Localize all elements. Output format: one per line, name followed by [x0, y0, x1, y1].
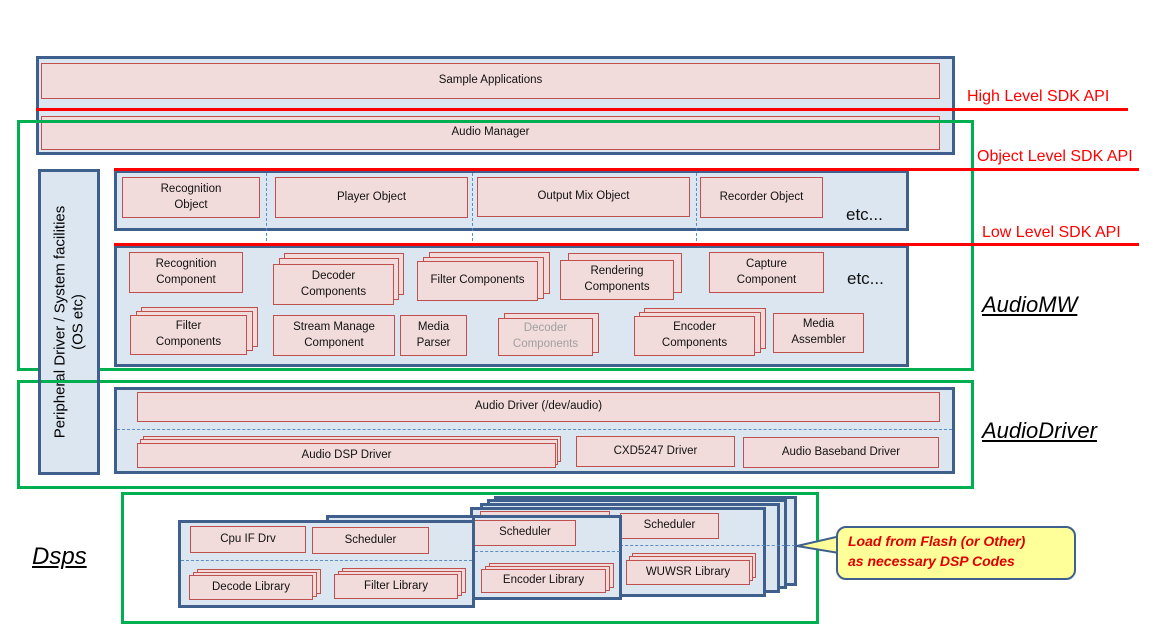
wuwsr-library-box: WUWSR Library — [626, 560, 750, 585]
audio-driver-box: Audio Driver (/dev/audio) — [137, 392, 940, 422]
player-object-label: Player Object — [336, 190, 407, 203]
decoder-components-faded-box: Decoder Components — [498, 318, 593, 356]
object-level-api-line — [114, 168, 1139, 171]
dsp-frame-encoder-divider — [475, 551, 620, 552]
driver-divider — [117, 429, 952, 430]
stream-manage-component-box: Stream Manage Component — [273, 315, 395, 356]
cxd5247-driver-label: CXD5247 Driver — [613, 444, 698, 457]
audio-manager-label: Audio Manager — [451, 126, 530, 139]
media-assembler-box: Media Assembler — [773, 313, 864, 353]
dsps-group — [121, 492, 819, 624]
audio-mw-section-label: AudioMW — [982, 292, 1078, 317]
recognition-object-label: Recognition Object — [160, 182, 222, 211]
encoder-library-label: Encoder Library — [502, 574, 585, 587]
audio-dsp-driver-label: Audio DSP Driver — [301, 448, 392, 461]
output-mix-object-label: Output Mix Object — [537, 190, 630, 203]
recognition-component-label: Recognition Component — [155, 257, 217, 286]
wuwsr-library-label: WUWSR Library — [645, 565, 731, 578]
filter-components-bottom-label: Filter Components — [155, 320, 222, 348]
high-level-api-line — [36, 108, 1128, 111]
audio-driver-label: Audio Driver (/dev/audio) — [474, 400, 603, 413]
player-object-box: Player Object — [275, 177, 468, 218]
dsp-load-callout: Load from Flash (or Other) as necessary … — [836, 526, 1076, 580]
recognition-component-box: Recognition Component — [129, 252, 243, 293]
filter-library-label: Filter Library — [364, 579, 428, 592]
recorder-object-box: Recorder Object — [700, 177, 823, 218]
media-parser-label: Media Parser — [416, 320, 451, 349]
encoder-library-box: Encoder Library — [481, 569, 606, 593]
sample-applications-box: Sample Applications — [41, 63, 940, 99]
low-level-api-label: Low Level SDK API — [982, 224, 1121, 241]
rendering-components-box: Rendering Components — [560, 260, 674, 300]
objects-etc-label: etc... — [846, 205, 883, 224]
decode-library-box: Decode Library — [189, 575, 313, 600]
cpu-if-drv-label: Cpu IF Drv — [220, 532, 276, 545]
audio-baseband-driver-box: Audio Baseband Driver — [743, 437, 939, 468]
callout-pointer — [796, 533, 845, 556]
decoder-components-box: Decoder Components — [273, 264, 394, 305]
cpu-if-drv-box: Cpu IF Drv — [190, 526, 306, 553]
media-parser-box: Media Parser — [400, 315, 467, 356]
dsps-section-label: Dsps — [32, 543, 87, 570]
scheduler-1-label: Scheduler — [344, 533, 397, 546]
audio-dsp-driver-box: Audio DSP Driver — [137, 443, 556, 468]
object-level-api-label: Object Level SDK API — [977, 148, 1133, 165]
scheduler-2-label: Scheduler — [499, 526, 551, 539]
dsp-frame-main-divider — [181, 560, 472, 561]
recorder-object-label: Recorder Object — [719, 190, 804, 203]
media-assembler-label: Media Assembler — [791, 318, 846, 346]
callout-line1: Load from Flash (or Other) — [848, 533, 1026, 549]
peripheral-driver-box: Peripheral Driver / System facilities (O… — [38, 169, 100, 475]
capture-component-label: Capture Component — [736, 257, 797, 286]
capture-component-box: Capture Component — [709, 252, 824, 293]
sample-applications-label: Sample Applications — [438, 74, 543, 87]
audio-baseband-driver-label: Audio Baseband Driver — [781, 445, 901, 458]
encoder-components-box: Encoder Components — [634, 316, 755, 356]
dsp-frame-wuwsr-divider — [620, 545, 795, 546]
output-mix-object-box: Output Mix Object — [477, 177, 690, 217]
filter-library-box: Filter Library — [334, 574, 458, 599]
filter-components-top-label: Filter Components — [430, 274, 525, 287]
scheduler-3-label: Scheduler — [643, 519, 696, 532]
scheduler-3-box: Scheduler — [620, 513, 719, 539]
stream-manage-component-label: Stream Manage Component — [293, 320, 375, 349]
low-level-api-line — [114, 243, 1139, 246]
rendering-components-label: Rendering Components — [584, 265, 650, 293]
encoder-components-label: Encoder Components — [661, 321, 728, 349]
decoder-components-faded-label: Decoder Components — [512, 322, 579, 350]
decoder-components-label: Decoder Components — [300, 269, 367, 298]
cxd5247-driver-box: CXD5247 Driver — [576, 436, 735, 467]
callout-line2: as necessary DSP Codes — [848, 552, 1015, 569]
high-level-api-label: High Level SDK API — [967, 88, 1110, 105]
audio-driver-section-label: AudioDriver — [982, 418, 1097, 443]
audio-driver-group — [17, 380, 974, 489]
scheduler-1-box: Scheduler — [312, 527, 429, 554]
scheduler-2-box: Scheduler — [474, 520, 576, 546]
components-etc-label: etc... — [847, 269, 884, 288]
recognition-object-box: Recognition Object — [122, 177, 260, 218]
filter-components-top-box: Filter Components — [417, 261, 538, 301]
decode-library-label: Decode Library — [212, 580, 290, 593]
filter-components-bottom-box: Filter Components — [130, 315, 247, 355]
